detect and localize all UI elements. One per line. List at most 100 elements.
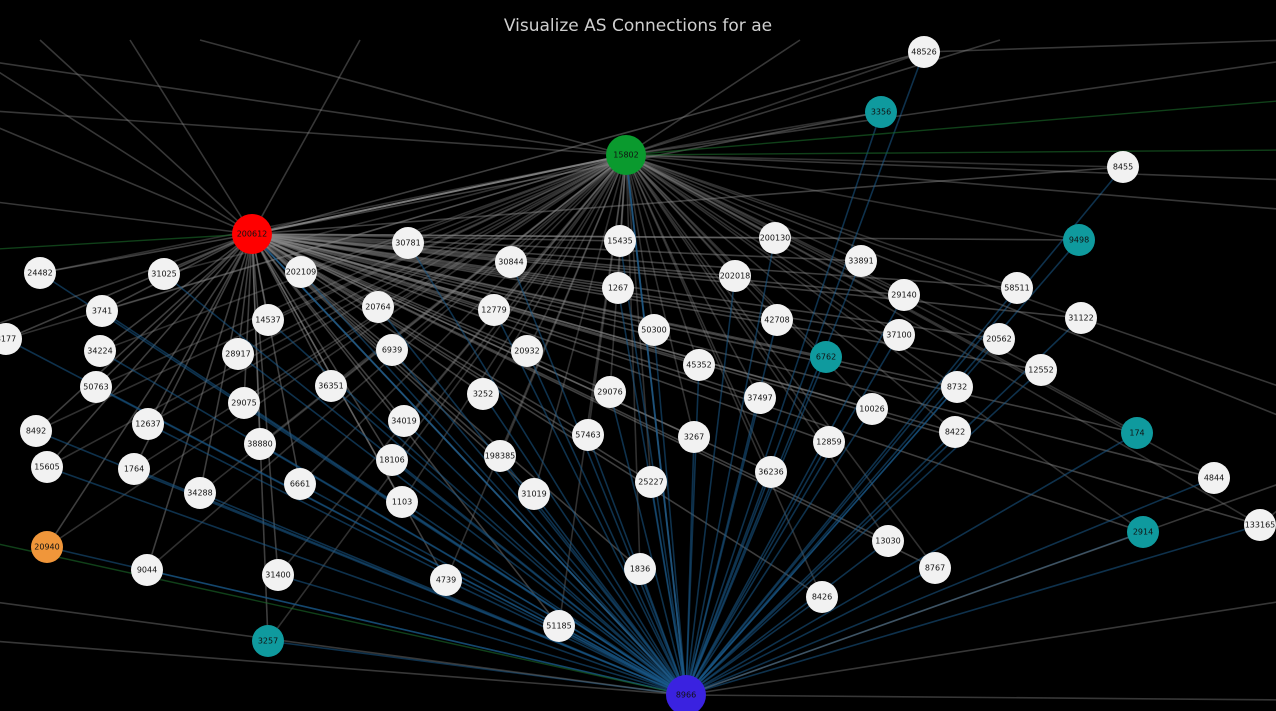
node-circle[interactable] [572, 419, 604, 451]
node-circle[interactable] [285, 256, 317, 288]
node-circle[interactable] [1121, 417, 1153, 449]
node-as-9498[interactable]: 9498 [1063, 224, 1095, 256]
node-circle[interactable] [1025, 354, 1057, 386]
node-circle[interactable] [1063, 224, 1095, 256]
node-circle[interactable] [594, 376, 626, 408]
node-circle[interactable] [376, 444, 408, 476]
node-as-18106[interactable]: 18106 [376, 444, 408, 476]
node-circle[interactable] [683, 349, 715, 381]
node-as-38880[interactable]: 38880 [244, 428, 276, 460]
node-circle[interactable] [284, 468, 316, 500]
node-circle[interactable] [222, 338, 254, 370]
node-circle[interactable] [941, 371, 973, 403]
node-circle[interactable] [1244, 509, 1276, 541]
node-circle[interactable] [518, 478, 550, 510]
node-circle[interactable] [1107, 151, 1139, 183]
node-circle[interactable] [719, 260, 751, 292]
node-as-3257[interactable]: 3257 [252, 625, 284, 657]
node-circle[interactable] [604, 225, 636, 257]
node-as-8767[interactable]: 8767 [919, 552, 951, 584]
node-as-202018[interactable]: 202018 [719, 260, 751, 292]
node-circle[interactable] [810, 341, 842, 373]
node-circle[interactable] [872, 525, 904, 557]
node-circle[interactable] [883, 319, 915, 351]
node-as-34019[interactable]: 34019 [388, 405, 420, 437]
node-circle[interactable] [919, 552, 951, 584]
node-as-20932[interactable]: 20932 [511, 335, 543, 367]
node-as-30781[interactable]: 30781 [392, 227, 424, 259]
node-as-51185[interactable]: 51185 [543, 610, 575, 642]
node-circle[interactable] [666, 675, 706, 711]
node-circle[interactable] [388, 405, 420, 437]
node-as-9044[interactable]: 9044 [131, 554, 163, 586]
node-as-31025[interactable]: 31025 [148, 258, 180, 290]
node-as-8492[interactable]: 8492 [20, 415, 52, 447]
node-circle[interactable] [806, 581, 838, 613]
node-as-1836[interactable]: 1836 [624, 553, 656, 585]
node-as-3741[interactable]: 3741 [86, 295, 118, 327]
node-circle[interactable] [392, 227, 424, 259]
node-as-4739[interactable]: 4739 [430, 564, 462, 596]
node-circle[interactable] [1065, 302, 1097, 334]
node-as-42708[interactable]: 42708 [761, 304, 793, 336]
node-circle[interactable] [939, 416, 971, 448]
node-circle[interactable] [184, 477, 216, 509]
node-as-30844[interactable]: 30844 [495, 246, 527, 278]
node-circle[interactable] [86, 295, 118, 327]
node-as-25227[interactable]: 25227 [635, 466, 667, 498]
node-as-8455[interactable]: 8455 [1107, 151, 1139, 183]
node-as-8426[interactable]: 8426 [806, 581, 838, 613]
node-as-50300[interactable]: 50300 [638, 314, 670, 346]
node-as-50763[interactable]: 50763 [80, 371, 112, 403]
node-circle[interactable] [1001, 272, 1033, 304]
node-as-202109[interactable]: 202109 [285, 256, 317, 288]
node-circle[interactable] [31, 531, 63, 563]
node-as-58511[interactable]: 58511 [1001, 272, 1033, 304]
node-circle[interactable] [0, 323, 22, 355]
node-circle[interactable] [252, 304, 284, 336]
node-circle[interactable] [31, 451, 63, 483]
node-as-3356[interactable]: 3356 [865, 96, 897, 128]
node-as-200130[interactable]: 200130 [759, 222, 791, 254]
node-circle[interactable] [845, 245, 877, 277]
node-circle[interactable] [1198, 462, 1230, 494]
node-circle[interactable] [315, 370, 347, 402]
node-as-12637[interactable]: 12637 [132, 408, 164, 440]
node-as-29140[interactable]: 29140 [888, 279, 920, 311]
node-as-31400[interactable]: 31400 [262, 559, 294, 591]
node-circle[interactable] [80, 371, 112, 403]
node-as-10026[interactable]: 10026 [856, 393, 888, 425]
node-as-31122[interactable]: 31122 [1065, 302, 1097, 334]
node-as-36351[interactable]: 36351 [315, 370, 347, 402]
node-as-174[interactable]: 174 [1121, 417, 1153, 449]
node-circle[interactable] [430, 564, 462, 596]
node-circle[interactable] [262, 559, 294, 591]
node-circle[interactable] [376, 334, 408, 366]
node-as-3267[interactable]: 3267 [678, 421, 710, 453]
node-as-3252[interactable]: 3252 [467, 378, 499, 410]
node-as-200612[interactable]: 200612 [232, 214, 272, 254]
node-circle[interactable] [228, 387, 260, 419]
node-as-36236[interactable]: 36236 [755, 456, 787, 488]
node-circle[interactable] [744, 382, 776, 414]
node-circle[interactable] [118, 453, 150, 485]
node-as-8966[interactable]: 8966 [666, 675, 706, 711]
node-as-20764[interactable]: 20764 [362, 291, 394, 323]
node-circle[interactable] [602, 272, 634, 304]
node-circle[interactable] [362, 291, 394, 323]
node-as-3177[interactable]: 3177 [0, 323, 22, 355]
node-circle[interactable] [624, 553, 656, 585]
node-as-8732[interactable]: 8732 [941, 371, 973, 403]
node-circle[interactable] [983, 323, 1015, 355]
node-as-34224[interactable]: 34224 [84, 335, 116, 367]
node-as-57463[interactable]: 57463 [572, 419, 604, 451]
node-circle[interactable] [543, 610, 575, 642]
node-as-15605[interactable]: 15605 [31, 451, 63, 483]
node-circle[interactable] [467, 378, 499, 410]
node-as-6939[interactable]: 6939 [376, 334, 408, 366]
node-circle[interactable] [761, 304, 793, 336]
node-as-20940[interactable]: 20940 [31, 531, 63, 563]
node-as-1103[interactable]: 1103 [386, 486, 418, 518]
